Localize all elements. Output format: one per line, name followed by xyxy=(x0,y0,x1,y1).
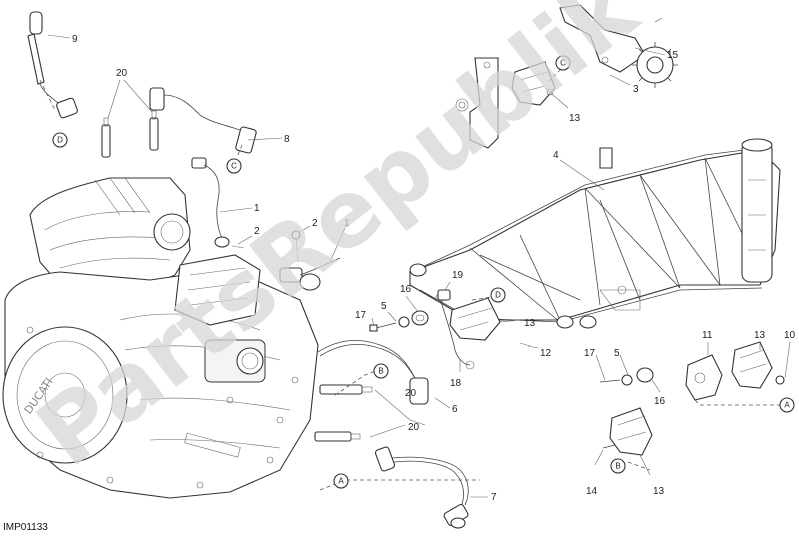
callout-16-mid: 16 xyxy=(400,284,412,295)
callout-5-right: 5 xyxy=(614,348,620,359)
diagram-code: IMP01133 xyxy=(3,522,48,533)
callout-3: 3 xyxy=(633,84,639,95)
callout-10: 10 xyxy=(784,330,796,341)
callout-2-mid: 2 xyxy=(312,218,318,229)
svg-text:C: C xyxy=(231,162,237,171)
ignition-coil-13-mid xyxy=(435,289,531,370)
leader-lines xyxy=(39,34,791,498)
callout-17-right: 17 xyxy=(584,348,596,359)
spark-plug-20-low xyxy=(314,384,373,442)
engine-block: DUCATI xyxy=(2,177,319,499)
spark-plug-20-top xyxy=(101,110,159,158)
callout-13-top: 13 xyxy=(569,113,581,124)
callout-11: 11 xyxy=(702,330,713,341)
callout-7: 7 xyxy=(491,492,497,503)
bracket-3 xyxy=(559,4,663,73)
connector-badges: D C C D B A A B xyxy=(52,55,795,489)
svg-text:A: A xyxy=(338,477,344,486)
callout-18: 18 xyxy=(450,378,462,389)
callout-13-mid: 13 xyxy=(524,318,536,329)
callout-1-mid: 1 xyxy=(344,218,350,229)
ht-lead-6 xyxy=(317,340,429,405)
callout-2-left: 2 xyxy=(254,226,260,237)
svg-text:C: C xyxy=(560,59,566,68)
bracket-11 xyxy=(685,354,723,401)
sensor-1-mid xyxy=(279,230,341,291)
ht-lead-7 xyxy=(374,446,469,529)
connector-b-right: B xyxy=(610,458,626,474)
connector-a-low: A xyxy=(333,473,349,489)
svg-text:D: D xyxy=(57,136,63,145)
grommet-16-bolt-17 xyxy=(369,310,429,332)
callout-1-left: 1 xyxy=(254,203,260,214)
sensor-1 xyxy=(191,157,245,249)
connector-c-top: C xyxy=(555,55,571,71)
callout-19: 19 xyxy=(452,270,464,281)
callout-14: 14 xyxy=(586,486,598,497)
callout-6: 6 xyxy=(452,404,458,415)
callout-12: 12 xyxy=(540,348,552,359)
connector-c-left: C xyxy=(226,158,242,174)
callout-8: 8 xyxy=(284,134,290,145)
connector-d-top: D xyxy=(52,132,68,148)
svg-text:B: B xyxy=(615,462,620,471)
callout-20-low-a: 20 xyxy=(405,388,417,399)
connector-b-mid: B xyxy=(373,363,389,379)
connector-d-mid: D xyxy=(490,287,506,303)
spark-plug-cap-9 xyxy=(27,11,78,119)
ignition-coil-13-top xyxy=(511,61,556,106)
svg-text:A: A xyxy=(784,401,790,410)
grommet-16-right xyxy=(599,367,654,386)
svg-text:D: D xyxy=(495,291,501,300)
spark-plug-cap-8 xyxy=(149,87,257,154)
callout-5-mid: 5 xyxy=(381,301,387,312)
callout-20-top: 20 xyxy=(116,68,128,79)
callout-9: 9 xyxy=(72,34,78,45)
svg-text:B: B xyxy=(378,367,383,376)
callout-17-mid: 17 xyxy=(355,310,367,321)
callout-16-right: 16 xyxy=(654,396,666,407)
callout-4: 4 xyxy=(553,150,559,161)
ignition-coil-13-bottom xyxy=(602,407,653,456)
ignition-coil-13-right xyxy=(731,341,785,389)
callout-13-right: 13 xyxy=(754,330,766,341)
trellis-frame xyxy=(409,57,781,329)
callout-15: 15 xyxy=(667,50,679,61)
callout-20-low-b: 20 xyxy=(408,422,420,433)
callout-labels: 9 20 8 1 2 2 1 3 15 13 4 5 17 16 19 13 1… xyxy=(72,34,796,503)
connector-a-right: A xyxy=(779,397,795,413)
callout-13-bottom: 13 xyxy=(653,486,665,497)
gear-icon xyxy=(632,42,678,88)
